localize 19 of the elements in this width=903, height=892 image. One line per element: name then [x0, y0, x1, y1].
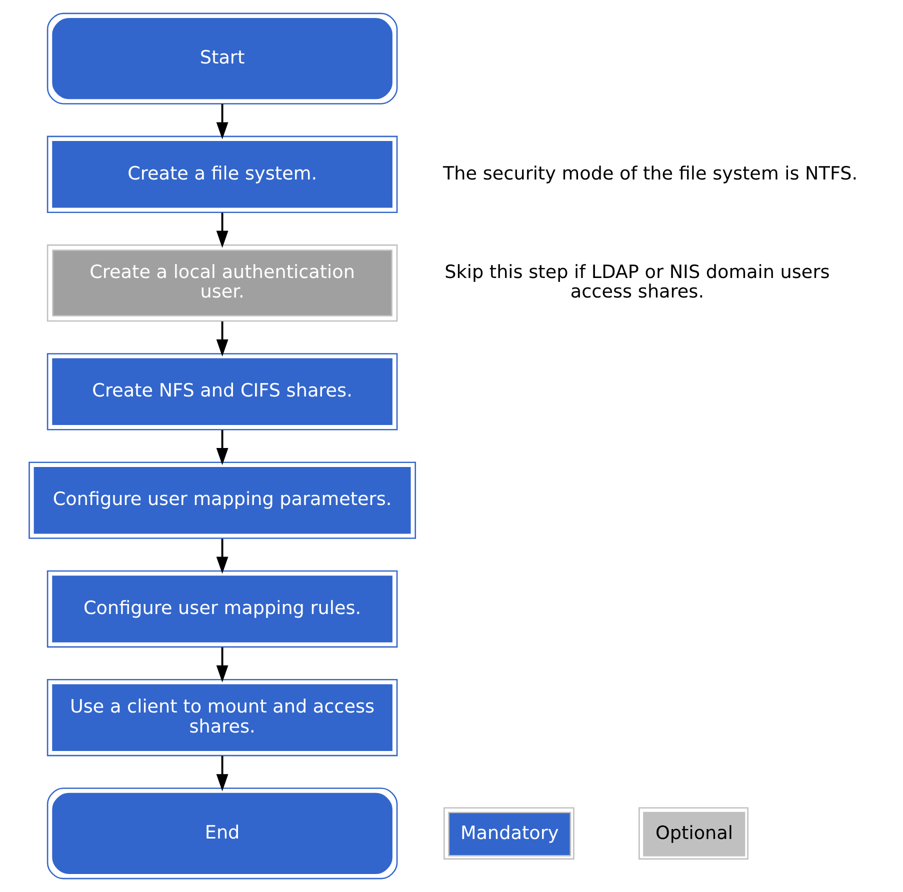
- arrow: [216, 430, 228, 466]
- node-box: Configure user mapping rules.: [46, 570, 398, 648]
- node-box: Create NFS and CIFS shares.: [46, 353, 398, 430]
- node-box: Use a client to mount and access shares.: [46, 678, 398, 756]
- node-box: Create a file system.: [46, 136, 398, 214]
- legend-label: Mandatory: [460, 822, 558, 844]
- node-box: Create a local authentication user.: [46, 244, 398, 322]
- node-box: End: [46, 788, 398, 880]
- arrow: [216, 538, 228, 574]
- arrow: [216, 104, 228, 140]
- legend-label: Optional: [655, 822, 732, 844]
- node-label: The security mode of the file system is NTFS.: [442, 163, 858, 184]
- arrow: [216, 321, 228, 356]
- arrow: [216, 212, 228, 248]
- arrow: [216, 756, 228, 792]
- node-box: Start: [46, 12, 398, 104]
- arrow: [216, 647, 228, 682]
- node-box: Configure user mapping parameters.: [28, 462, 416, 539]
- node-label: Skip this step if LDAP or NIS domain users access shares.: [444, 262, 830, 303]
